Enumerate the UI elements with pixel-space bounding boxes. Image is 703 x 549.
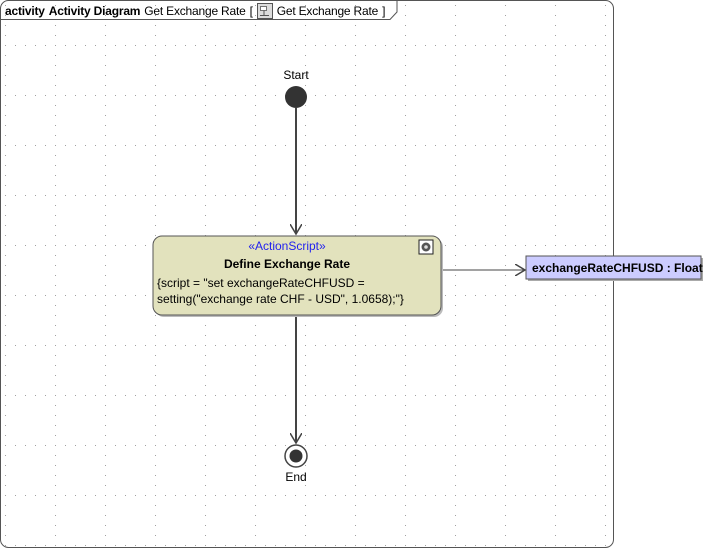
bracket-open: [ [249, 3, 253, 18]
end-label: End [285, 470, 306, 484]
frame-context-name: Get Exchange Rate [276, 3, 379, 18]
action-name: Define Exchange Rate [224, 257, 350, 271]
action-define-exchange-rate[interactable]: «ActionScript» Define Exchange Rate {scr… [152, 235, 443, 317]
activity-diagram-icon [256, 2, 273, 19]
initial-node[interactable] [285, 86, 307, 108]
frame-name: Get Exchange Rate [144, 3, 246, 18]
action-stereotype: «ActionScript» [248, 239, 326, 253]
gear-icon [418, 239, 434, 255]
frame-header: activity Activity Diagram Get Exchange R… [5, 2, 385, 19]
bracket-close: ] [382, 3, 386, 18]
object-node-label: exchangeRateCHFUSD : Float [532, 261, 703, 275]
start-label: Start [283, 68, 309, 82]
action-script-line-2: setting("exchange rate CHF - USD", 1.065… [157, 292, 404, 306]
frame-kind: activity [5, 3, 45, 18]
action-script-line-1: {script = "set exchangeRateCHFUSD = [157, 276, 365, 290]
object-node-exchange-rate[interactable]: exchangeRateCHFUSD : Float [525, 255, 703, 281]
activity-final-node[interactable] [284, 444, 308, 468]
frame-diagram-type: Activity Diagram [48, 3, 141, 18]
